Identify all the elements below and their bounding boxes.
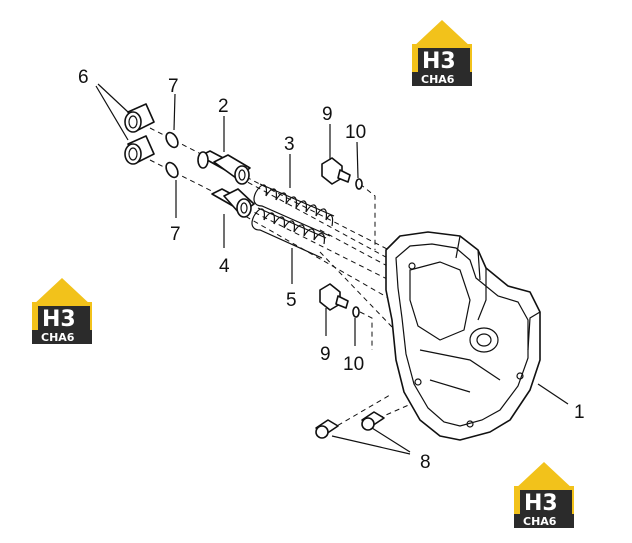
- logo-letters: H3: [42, 307, 76, 332]
- callout-10-lower: 10: [343, 354, 364, 375]
- logo-caption: CHA6: [421, 73, 455, 86]
- brand-logo-bottom: H3 CHA6: [514, 462, 574, 528]
- part-7-oring-lower: [165, 161, 179, 179]
- leader-lines: [95, 83, 569, 455]
- callout-7-lower: 7: [170, 224, 181, 245]
- callout-10-upper: 10: [345, 122, 366, 143]
- callout-2: 2: [218, 96, 229, 117]
- part-10-seal-lower: [352, 306, 360, 318]
- logo-letters: H3: [524, 491, 558, 516]
- part-7-oring-upper: [165, 131, 179, 149]
- part-9-screw-plug-lower: [319, 283, 349, 311]
- logo-letters: H3: [422, 49, 456, 74]
- callout-8: 8: [420, 452, 431, 473]
- part-6-plug-upper: [124, 103, 155, 133]
- part-2-valve-spool: [197, 150, 251, 185]
- brand-logo-top: H3 CHA6: [412, 20, 472, 86]
- part-6-plug-lower: [124, 135, 155, 165]
- callout-9-lower: 9: [320, 344, 331, 365]
- assembly-center-lines: [149, 127, 421, 431]
- callout-labels: 6 7 2 3 9 10 7 4 5 9 10 1 8: [78, 67, 585, 473]
- callout-5: 5: [286, 290, 297, 311]
- logo-caption: CHA6: [41, 331, 75, 344]
- part-8-dowel-pin-left: [315, 419, 339, 439]
- callout-7-upper: 7: [168, 76, 179, 97]
- callout-6: 6: [78, 67, 89, 88]
- part-5-spring: [251, 207, 327, 259]
- callout-3: 3: [284, 134, 295, 155]
- callout-1: 1: [574, 402, 585, 423]
- part-4-valve-spool: [211, 188, 255, 218]
- callout-9-upper: 9: [322, 104, 333, 125]
- part-8-dowel-pin-right: [361, 411, 385, 431]
- part-3-spring: [253, 183, 335, 237]
- part-9-screw-plug-upper: [321, 157, 351, 185]
- callout-4: 4: [219, 256, 230, 277]
- brand-logo-left: H3 CHA6: [32, 278, 92, 344]
- part-10-seal-upper: [355, 178, 363, 190]
- logo-caption: CHA6: [523, 515, 557, 528]
- part-1-valve-body: [385, 231, 541, 441]
